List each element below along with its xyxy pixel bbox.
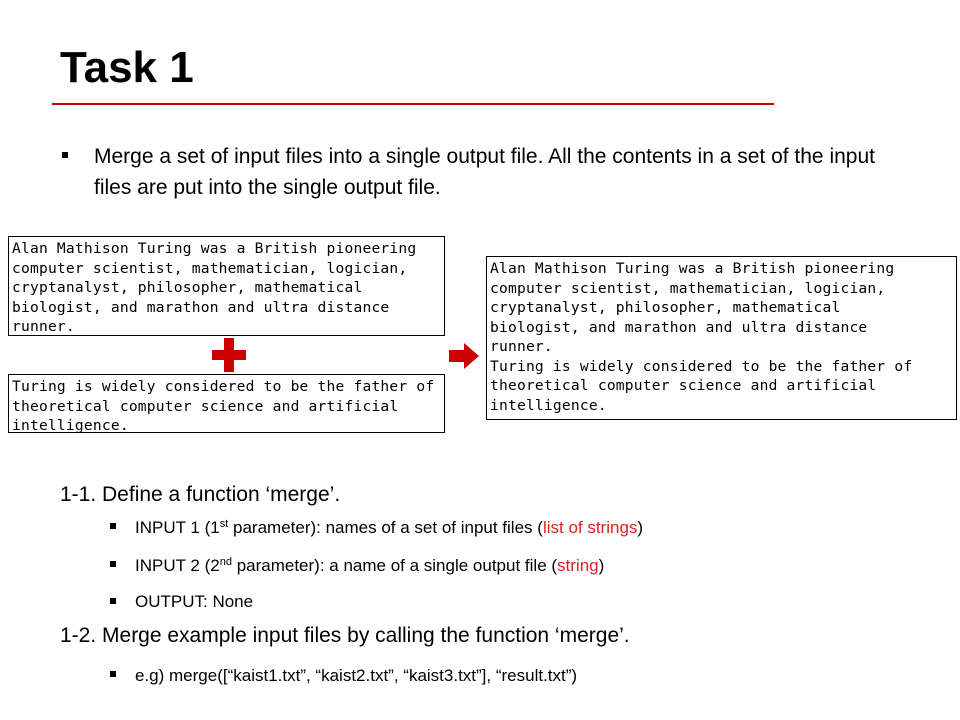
right-arrow-icon (449, 343, 479, 369)
intro-text: Merge a set of input files into a single… (94, 145, 875, 199)
file-line: computer scientist, mathematician, logic… (12, 259, 408, 277)
file-line: Alan Mathison Turing was a British pione… (12, 240, 417, 257)
file-line: cryptanalyst, philosopher, mathematical (490, 299, 841, 316)
file-line: Turing is widely considered to be the fa… (490, 357, 913, 375)
input-file-1-content: Alan Mathison Turing was a British pione… (8, 236, 445, 336)
output-description: OUTPUT: None (135, 592, 254, 611)
bullet-icon (110, 598, 116, 604)
slide-title: Task 1 (60, 43, 194, 92)
type-highlight: string (557, 556, 599, 575)
file-line: cryptanalyst, philosopher, mathematical (12, 279, 363, 296)
file-line: biologist, and marathon and ultra distan… (12, 298, 390, 316)
file-line: Turing is widely considered to be the fa… (12, 378, 435, 395)
type-highlight: list of strings (542, 518, 638, 537)
bullet-icon (110, 523, 116, 529)
bullet-icon (110, 561, 116, 567)
input-2-description: INPUT 2 (2nd parameter): a name of a sin… (135, 556, 605, 575)
title-underline (52, 103, 774, 105)
plus-icon (212, 338, 246, 372)
output-file-content: Alan Mathison Turing was a British pione… (486, 256, 957, 420)
file-line: Alan Mathison Turing was a British pione… (490, 260, 895, 277)
file-line: theoretical computer science and artific… (490, 377, 877, 394)
file-line: runner. (12, 318, 75, 335)
file-line: computer scientist, mathematician, logic… (490, 279, 886, 297)
step-1-heading: 1-1. Define a function ‘merge’. (60, 483, 341, 506)
example-call: e.g) merge([“kaist1.txt”, “kaist2.txt”, … (135, 666, 578, 685)
bullet-icon (62, 152, 68, 158)
step-2-heading: 1-2. Merge example input files by callin… (60, 624, 630, 647)
file-line: intelligence. (12, 417, 129, 433)
file-line: runner. (490, 338, 553, 355)
file-line: biologist, and marathon and ultra distan… (490, 318, 868, 336)
input-1-description: INPUT 1 (1st parameter): names of a set … (135, 518, 644, 537)
file-line: theoretical computer science and artific… (12, 397, 399, 415)
file-line: intelligence. (490, 396, 607, 414)
bullet-icon (110, 671, 116, 677)
input-file-2-content: Turing is widely considered to be the fa… (8, 374, 445, 433)
